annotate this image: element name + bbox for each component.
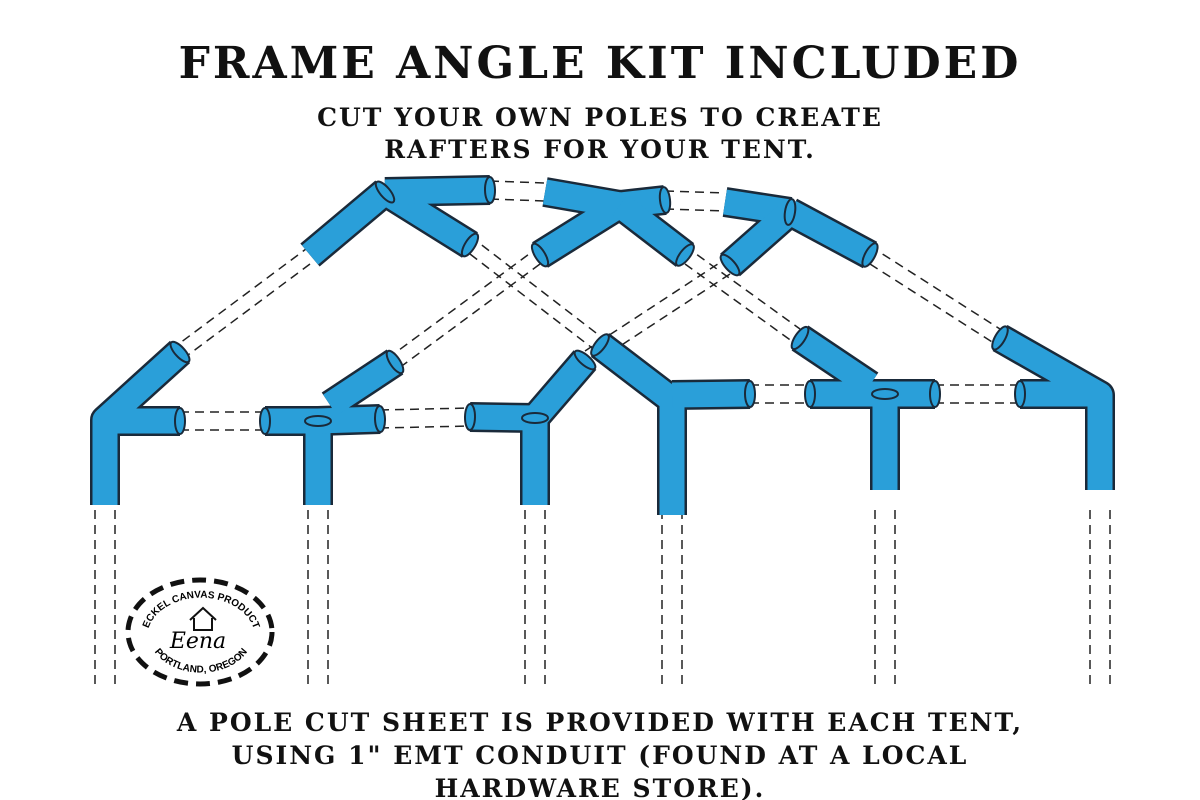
subtitle-line: RAFTERS FOR YOUR TENT. [384, 135, 816, 164]
pole-line [379, 407, 471, 411]
subtitle-line: CUT YOUR OWN POLES TO CREATE [317, 103, 883, 132]
pole-line [379, 425, 471, 429]
eave-fitting-4 [590, 333, 757, 515]
pole-line [469, 253, 601, 355]
connector-fittings [90, 175, 1115, 515]
eave-fitting-2 [259, 349, 405, 505]
footer-line: HARDWARE STORE). [434, 774, 766, 800]
ridge-fitting-left [300, 175, 497, 267]
brand-logo: BECKEL CANVAS PRODUCTS PORTLAND, OREGON … [0, 0, 275, 687]
pole-line [869, 263, 1001, 348]
subtitle: CUT YOUR OWN POLES TO CREATE RAFTERS FOR… [0, 102, 1200, 166]
page-title: FRAME ANGLE KIT INCLUDED [178, 38, 1022, 89]
house-icon [189, 606, 217, 631]
ridge-fitting-middle [530, 177, 695, 268]
pole-line [489, 198, 546, 202]
pole-line [469, 235, 601, 337]
footer-line: USING 1" EMT CONDUIT (FOUND AT A LOCAL [231, 741, 969, 770]
pole-line [684, 245, 801, 330]
pole-dashed-lines [94, 180, 1111, 690]
ridge-fitting-right [719, 187, 879, 277]
pole-line [179, 245, 311, 344]
footer-note: A POLE CUT SHEET IS PROVIDED WITH EACH T… [0, 706, 1200, 800]
pole-line [394, 263, 541, 372]
footer-line: A POLE CUT SHEET IS PROVIDED WITH EACH T… [176, 708, 1024, 737]
pole-line [664, 208, 726, 212]
pole-line [684, 263, 801, 348]
pole-line [179, 263, 311, 362]
logo-top-text: BECKEL CANVAS PRODUCTS [0, 0, 261, 630]
pole-line [394, 245, 541, 354]
eave-fitting-3 [463, 349, 597, 505]
corner-fitting-right [991, 324, 1115, 490]
pole-line [664, 190, 726, 194]
pole-line [489, 180, 546, 184]
logo-script-text: Eena [169, 629, 226, 654]
corner-fitting-left [90, 340, 191, 505]
eave-fitting-5 [790, 325, 941, 490]
pole-line [869, 245, 1001, 330]
